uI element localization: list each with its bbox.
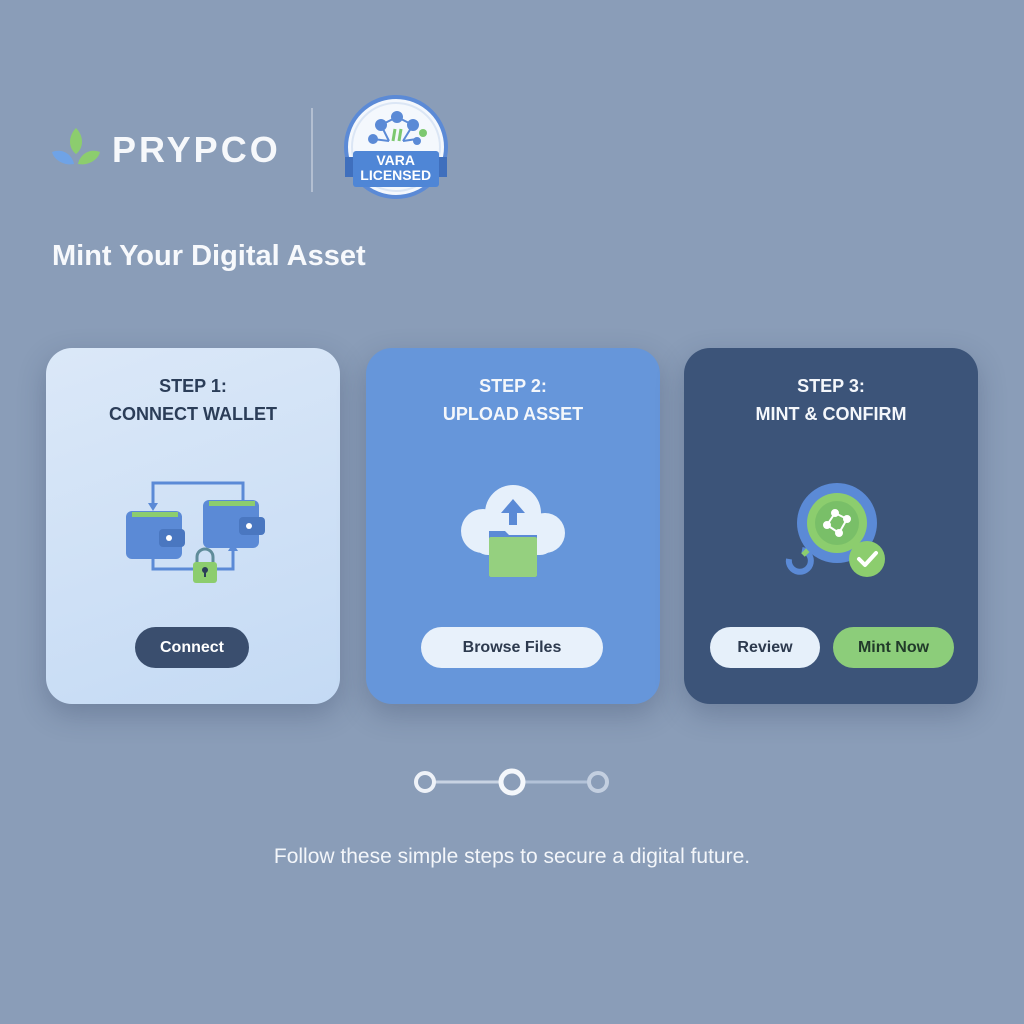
page-title: Mint Your Digital Asset [52, 240, 366, 272]
header-divider [310, 108, 313, 192]
network-tree-icon [343, 95, 448, 199]
brand[interactable]: PRYPCO [50, 124, 281, 176]
step-title: UPLOAD ASSET [442, 404, 584, 424]
brand-name: PRYPCO [112, 129, 281, 170]
mint-verify-icon [785, 483, 885, 577]
connect-button[interactable]: Connect [135, 627, 249, 668]
progress-dot-step-2-active[interactable] [498, 768, 526, 796]
step-card-upload-asset: STEP 2: UPLOAD ASSET Browse Files [366, 348, 660, 704]
review-button[interactable]: Review [710, 627, 820, 668]
footer-tagline: Follow these simple steps to secure a di… [273, 845, 751, 868]
step-label: STEP 3: [797, 376, 865, 396]
cloud-upload-folder-icon [461, 485, 565, 577]
browse-files-button[interactable]: Browse Files [421, 627, 603, 668]
header: PRYPCO VARA LICENSED [50, 95, 455, 205]
vara-licensed-badge: VARA LICENSED [337, 95, 455, 205]
mint-now-button[interactable]: Mint Now [833, 627, 954, 668]
wallet-exchange-lock-icon [126, 481, 265, 583]
step-card-mint-confirm: STEP 3: MINT & CONFIRM Review Mint Now [684, 348, 978, 704]
badge-line1: VARA [376, 152, 416, 168]
progress-stepper [414, 768, 609, 796]
step-label: STEP 1: [159, 376, 227, 396]
badge-text: VARA LICENSED [345, 153, 447, 183]
progress-dot-step-1[interactable] [414, 771, 436, 793]
step-card-connect-wallet: STEP 1: CONNECT WALLET Connect [46, 348, 340, 704]
step-title: CONNECT WALLET [109, 404, 277, 424]
badge-line2: LICENSED [360, 167, 432, 183]
leaf-sprout-icon [52, 128, 100, 165]
step-title: MINT & CONFIRM [755, 404, 907, 424]
step-label: STEP 2: [479, 376, 547, 396]
progress-dot-step-3[interactable] [587, 771, 609, 793]
